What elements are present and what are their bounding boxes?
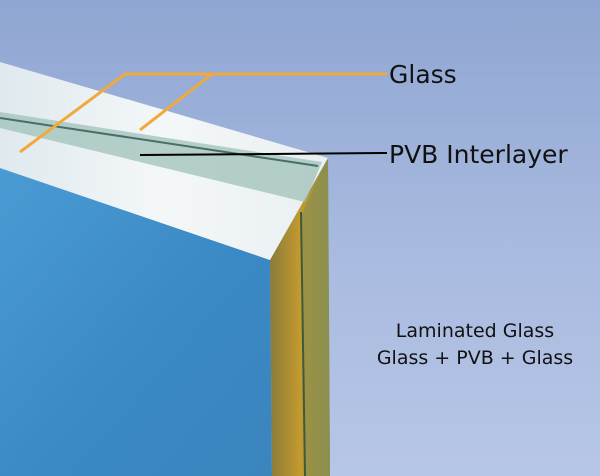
pvb-top-band	[0, 112, 322, 202]
caption-line-1: Laminated Glass	[395, 320, 555, 342]
glass-side-edge-back-pane	[300, 158, 330, 476]
pvb-leader-line	[139, 152, 388, 156]
pvb-side-line	[300, 211, 306, 476]
caption-line-2: Glass + PVB + Glass	[376, 347, 574, 369]
caption: Laminated Glass Glass + PVB + Glass	[340, 318, 600, 372]
glass-leader-branch	[139, 72, 213, 132]
glass-label: Glass	[389, 60, 457, 89]
glass-front-face	[0, 168, 272, 476]
glass-leader-line	[19, 72, 387, 154]
pvb-interlayer-label: PVB Interlayer	[389, 140, 568, 169]
